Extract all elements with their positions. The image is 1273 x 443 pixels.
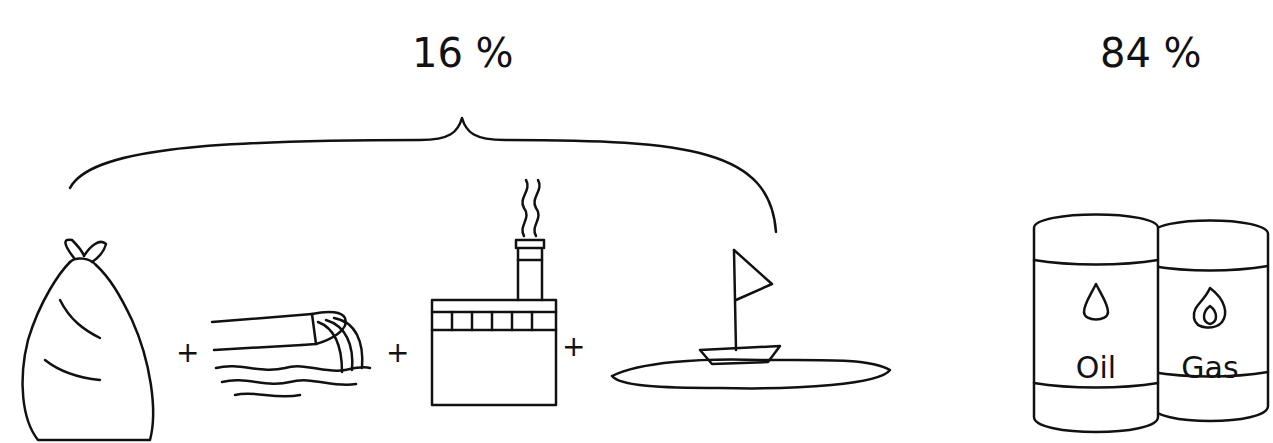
percentage-label: 16 % [412, 30, 514, 76]
sewage-pipe [212, 312, 370, 397]
barrel-label: Oil [1030, 350, 1162, 385]
barrel-outline [1148, 206, 1272, 432]
plus-sign: + [176, 336, 199, 369]
barrel-outline [1030, 200, 1162, 443]
percentage-label: 84 % [1100, 30, 1202, 76]
barrel-node: Gas [1148, 206, 1272, 432]
barrel-label: Gas [1148, 350, 1272, 385]
plus-sign: + [386, 336, 409, 369]
factory [432, 180, 556, 405]
curly-brace [70, 118, 776, 232]
plus-sign: + [562, 330, 585, 363]
sailboat [612, 250, 890, 388]
barrel-node: Oil [1030, 200, 1162, 443]
garbage-bag [23, 240, 154, 440]
